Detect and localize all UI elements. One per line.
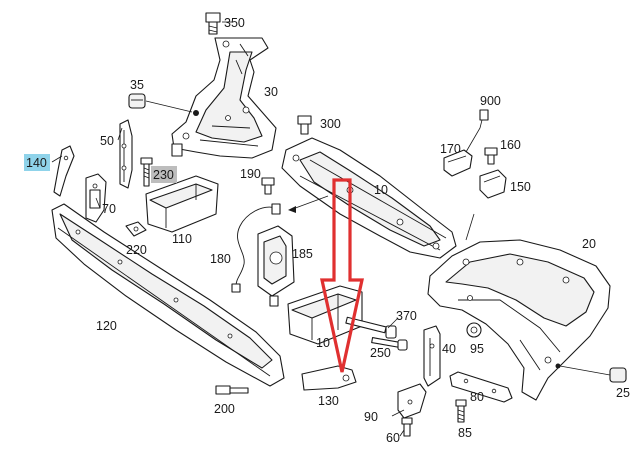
bolt-190 [261, 177, 275, 195]
bracket-140 [53, 145, 75, 197]
box-member-110 [145, 175, 219, 233]
label-250: 250 [370, 346, 391, 360]
highlight-140-box [24, 154, 50, 171]
label-185: 185 [292, 247, 313, 261]
bolt-160 [484, 147, 498, 165]
leader-70 [95, 197, 101, 209]
bolt-85 [455, 399, 467, 423]
bumper-beam-120 [51, 203, 285, 387]
label-110: 110 [172, 232, 192, 246]
label-130: 130 [318, 394, 339, 408]
bracket-50 [119, 119, 133, 189]
leader-60 [399, 429, 405, 437]
bracket-90 [397, 383, 427, 419]
nut-220 [125, 221, 147, 237]
label-170: 170 [440, 142, 461, 156]
label-60: 60 [386, 431, 400, 445]
label-300: 300 [320, 117, 341, 131]
leader-90 [391, 409, 405, 417]
label-50: 50 [100, 134, 114, 148]
bolt-250 [371, 337, 408, 351]
label-180: 180 [210, 252, 231, 266]
label-140: 140 [26, 156, 47, 170]
bracket-185 [257, 225, 295, 307]
bolt-370 [345, 316, 397, 339]
label-90: 90 [364, 410, 378, 424]
label-350: 350 [224, 16, 245, 30]
label-200: 200 [214, 402, 235, 416]
label-25: 25 [616, 386, 630, 400]
label-80: 80 [470, 390, 484, 404]
label-40: 40 [442, 342, 456, 356]
label-10: 10 [374, 183, 388, 197]
label-95: 95 [470, 342, 484, 356]
grommet-25 [555, 363, 627, 383]
leader-140 [51, 155, 63, 163]
red-down-arrow [320, 178, 364, 373]
bracket-30 [171, 37, 277, 159]
label-150: 150 [510, 180, 531, 194]
clip-35 [128, 93, 199, 116]
bolt-350 [205, 12, 232, 35]
bracket-130 [301, 365, 357, 391]
label-900: 900 [480, 94, 501, 108]
bolt-60 [401, 417, 413, 437]
cross-member-10 [281, 137, 457, 259]
bracket-80 [449, 371, 513, 403]
leader-370 [387, 317, 399, 329]
bolt-200 [215, 385, 249, 395]
label-230: 230 [153, 168, 174, 182]
bolt-95 [466, 322, 482, 338]
label-70: 70 [102, 202, 116, 216]
bolt-300 [297, 115, 312, 135]
side-member-20 [427, 213, 611, 401]
label-20: 20 [582, 237, 596, 251]
label-190: 190 [240, 167, 261, 181]
label-120: 120 [96, 319, 117, 333]
highlight-230-box [151, 166, 177, 183]
label-160: 160 [500, 138, 521, 152]
leader-50 [117, 127, 123, 141]
label-370: 370 [396, 309, 417, 323]
label-30: 30 [264, 85, 278, 99]
label-220: 220 [126, 243, 147, 257]
horn-170 [443, 109, 489, 177]
bracket-40 [423, 325, 441, 387]
label-35: 35 [130, 78, 144, 92]
cable-180 [231, 203, 281, 293]
bracket-150 [479, 169, 507, 199]
bolt-230 [140, 157, 153, 187]
label-10-lower: 10 [316, 336, 330, 350]
label-85: 85 [458, 426, 472, 440]
